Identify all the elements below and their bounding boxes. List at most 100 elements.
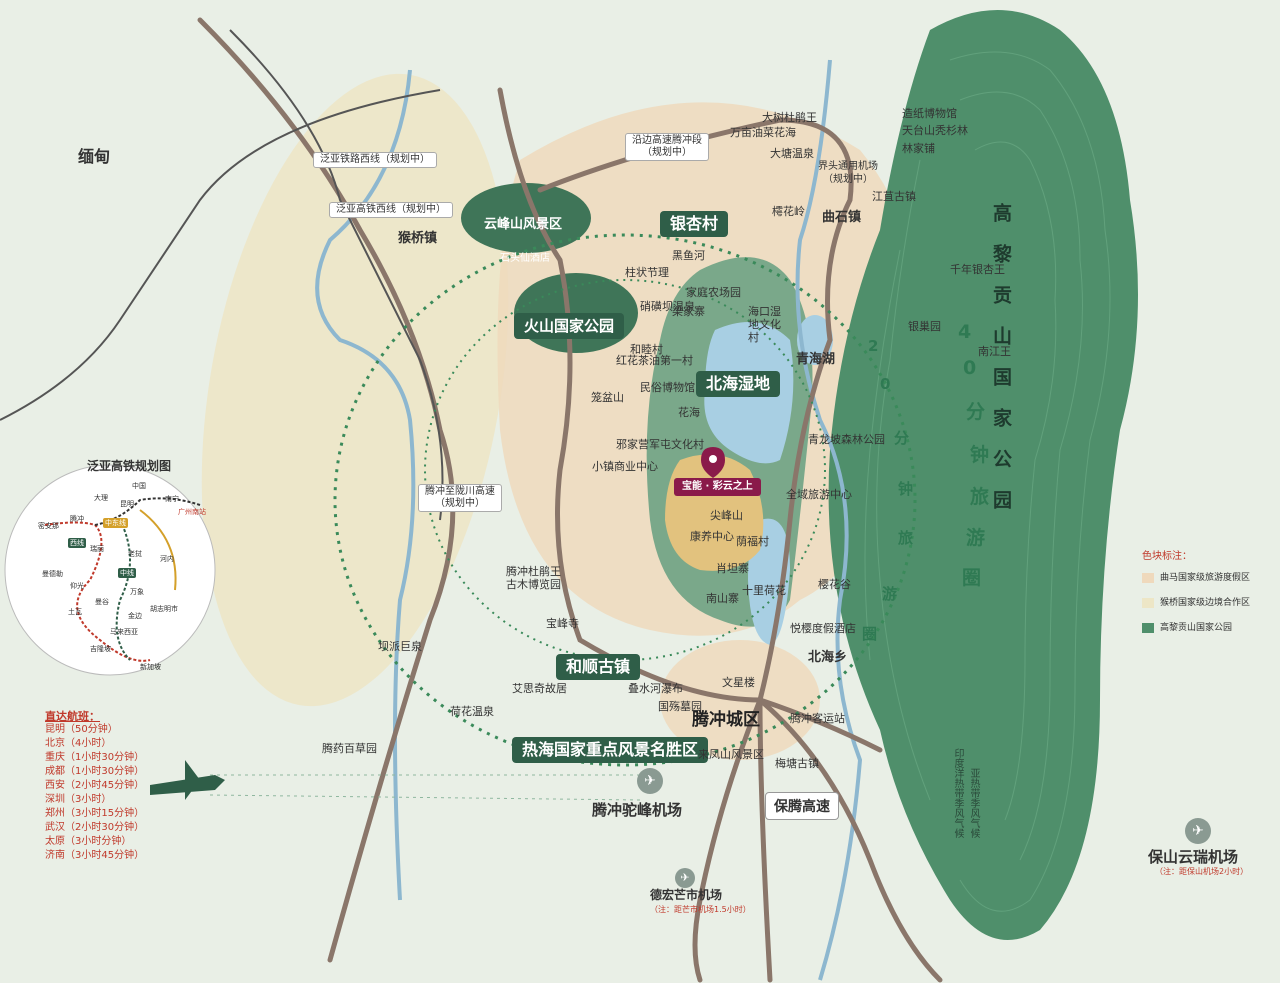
rail-bangkok: 曼谷 [95,598,109,606]
baoshan-airport-label: 保山云瑞机场 [1148,848,1239,866]
zhenhua-label: 荫福村 [736,535,769,548]
rehai-tag: 热海国家重点风景名胜区 [512,737,709,763]
honghua-label: 红花茶油第一村 [616,354,693,367]
jiangju-label: 江苴古镇 [872,190,916,203]
volcano-tag: 火山国家公园 [514,313,625,339]
ring-outer [424,279,826,661]
flight-row: 深圳（3小时） [45,794,112,805]
rail-inset-lines [44,497,201,662]
baxiao-label: 坝派巨泉 [378,640,422,653]
qushi-label: 曲石镇 [822,210,862,225]
ring-inner [333,233,917,767]
wenxing-label: 文星楼 [722,676,755,689]
longpen-label: 笼盆山 [591,391,624,404]
rail-myitkyina: 密支那 [38,522,59,530]
heiyu-label: 黑鱼河 [672,249,705,262]
yindu-climate-label: 印度洋热带季风气候 [952,748,963,838]
project-label: 宝能 · 彩云之上 [674,478,761,496]
guoshang-label: 国殇墓园 [658,700,702,713]
tuofeng-airport-label: 腾冲驼峰机场 [592,801,683,819]
dujuan-label: 腾冲杜鹃王古木博览园 [506,565,561,591]
yunfeng-ellipse [461,183,591,253]
jiaojia-label: 梁家寨 [672,305,705,318]
shili-label: 十里荷花 [742,584,786,597]
hsr-west-box: 泛亚高铁西线（规划中） [329,202,453,218]
dehong-airport-icon: ✈ [675,868,695,888]
rail-dali: 大理 [94,494,108,502]
flight-row: 昆明（50分钟） [45,724,118,735]
gaoligong-park [828,10,1138,940]
houqiao-border-zone [201,73,509,707]
dehong-note: （注：距芒市机场1.5小时） [650,905,751,914]
yueyang-label: 悦樱度假酒店 [790,622,856,635]
ring-outer-char-0: 4 [958,321,972,343]
baoteng-box: 保腾高速 [765,792,839,820]
ring-outer-char-2: 分 [966,401,986,423]
tengchong-longchuan-box: 腾冲至陇川高速（规划中） [418,484,502,512]
rail-inset-circle [4,464,216,676]
ring-inner-char-5: 游 [882,585,898,603]
flight-row: 成都（1小时30分钟） [45,766,145,777]
rail-laos: 老挝 [128,550,142,558]
laifeng-label: 来凤山风景区 [698,748,764,761]
xiaozhen-label: 小镇商业中心 [592,460,658,473]
ring-inner-char-3: 钟 [898,480,914,498]
rail-nanning: 南宁 [165,495,179,503]
minsu-label: 民俗博物馆 [640,381,695,394]
meitang-label: 梅塘古镇 [775,757,819,770]
wanmu-label: 万亩油菜花海 [730,126,796,139]
ring-inner-char-0: 2 [868,337,879,355]
rail-tengchong: 腾冲 [70,515,84,523]
flight-row: 重庆（1小时30分钟） [45,752,145,763]
beihaixiang-label: 北海乡 [808,650,848,665]
flight-row: 武汉（2小时30分钟） [45,822,145,833]
flight-row: 太原（3小时分钟） [45,836,132,847]
ring-outer-char-6: 圈 [962,567,982,589]
yinxing-tag: 银杏村 [660,211,729,237]
nanshan-label: 南山寨 [706,592,739,605]
baoshan-note: （注：距保山机场2小时） [1155,867,1249,876]
rail-singapore: 新加坡 [140,663,161,671]
qinghai-label: 青海湖 [796,352,836,367]
rail-hanoi: 河内 [160,555,174,563]
aisiqi-label: 艾思奇故居 [512,682,567,695]
ring-inner-char-6: 圈 [862,625,878,643]
heshun-tag: 和顺古镇 [556,654,641,680]
rail-tag-middle: 中东线 [103,518,128,528]
rail-china: 中国 [132,482,146,490]
rail-hcm: 胡志明市 [150,605,178,613]
baokun-label: 硝磺坝温泉 [640,300,695,313]
hemu-label: 和睦村 [630,343,663,356]
flight-row: 郑州（3小时15分钟） [45,808,145,819]
tengchong-label: 腾冲城区 [692,710,760,730]
rail-vientiane: 万象 [130,588,144,596]
rail-west-box: 泛亚铁路西线（规划中） [313,152,437,168]
yinghua-label: 樱花谷 [818,578,851,591]
beihai-tag: 北海湿地 [696,371,781,397]
shitou-label: 石头仙酒店 [500,253,550,264]
nanjiang-label: 南江王 [978,345,1011,358]
ring-inner-char-4: 旅 [898,529,914,547]
qinglong-label: 青龙坡森林公园 [808,433,885,446]
shanbo-label: 造纸博物馆 [902,107,957,120]
tiantai-label: 天台山秃杉林 [902,124,968,137]
yinjia-label: 银巢园 [908,320,941,333]
tuofeng-airport-icon: ✈ [637,768,663,794]
yanbian-road-box: 沿边高速腾冲段（规划中） [625,133,709,161]
rail-guangzhou: 广州南站 [178,508,206,516]
ring-inner-char-1: 0 [880,375,891,393]
yuanhua-label: 荷花温泉 [450,705,494,718]
legend-title: 色块标注： [1142,551,1192,562]
zhuzhuang-label: 柱状节理 [625,266,669,279]
contour-lines [864,51,1111,912]
flight-row: 西安（2小时45分钟） [45,780,145,791]
rail-tag-center: 中线 [118,568,136,578]
rail-ruili: 瑞丽 [90,545,104,553]
qiannian-label: 千年银杏王 [950,263,1005,276]
haikou-label: 海口湿地文化村 [748,305,781,344]
jianfeng-label: 尖峰山 [710,509,743,522]
dashu-label: 大树杜鹃王 [762,111,817,124]
kangyang-label: 康养中心 [690,530,734,543]
